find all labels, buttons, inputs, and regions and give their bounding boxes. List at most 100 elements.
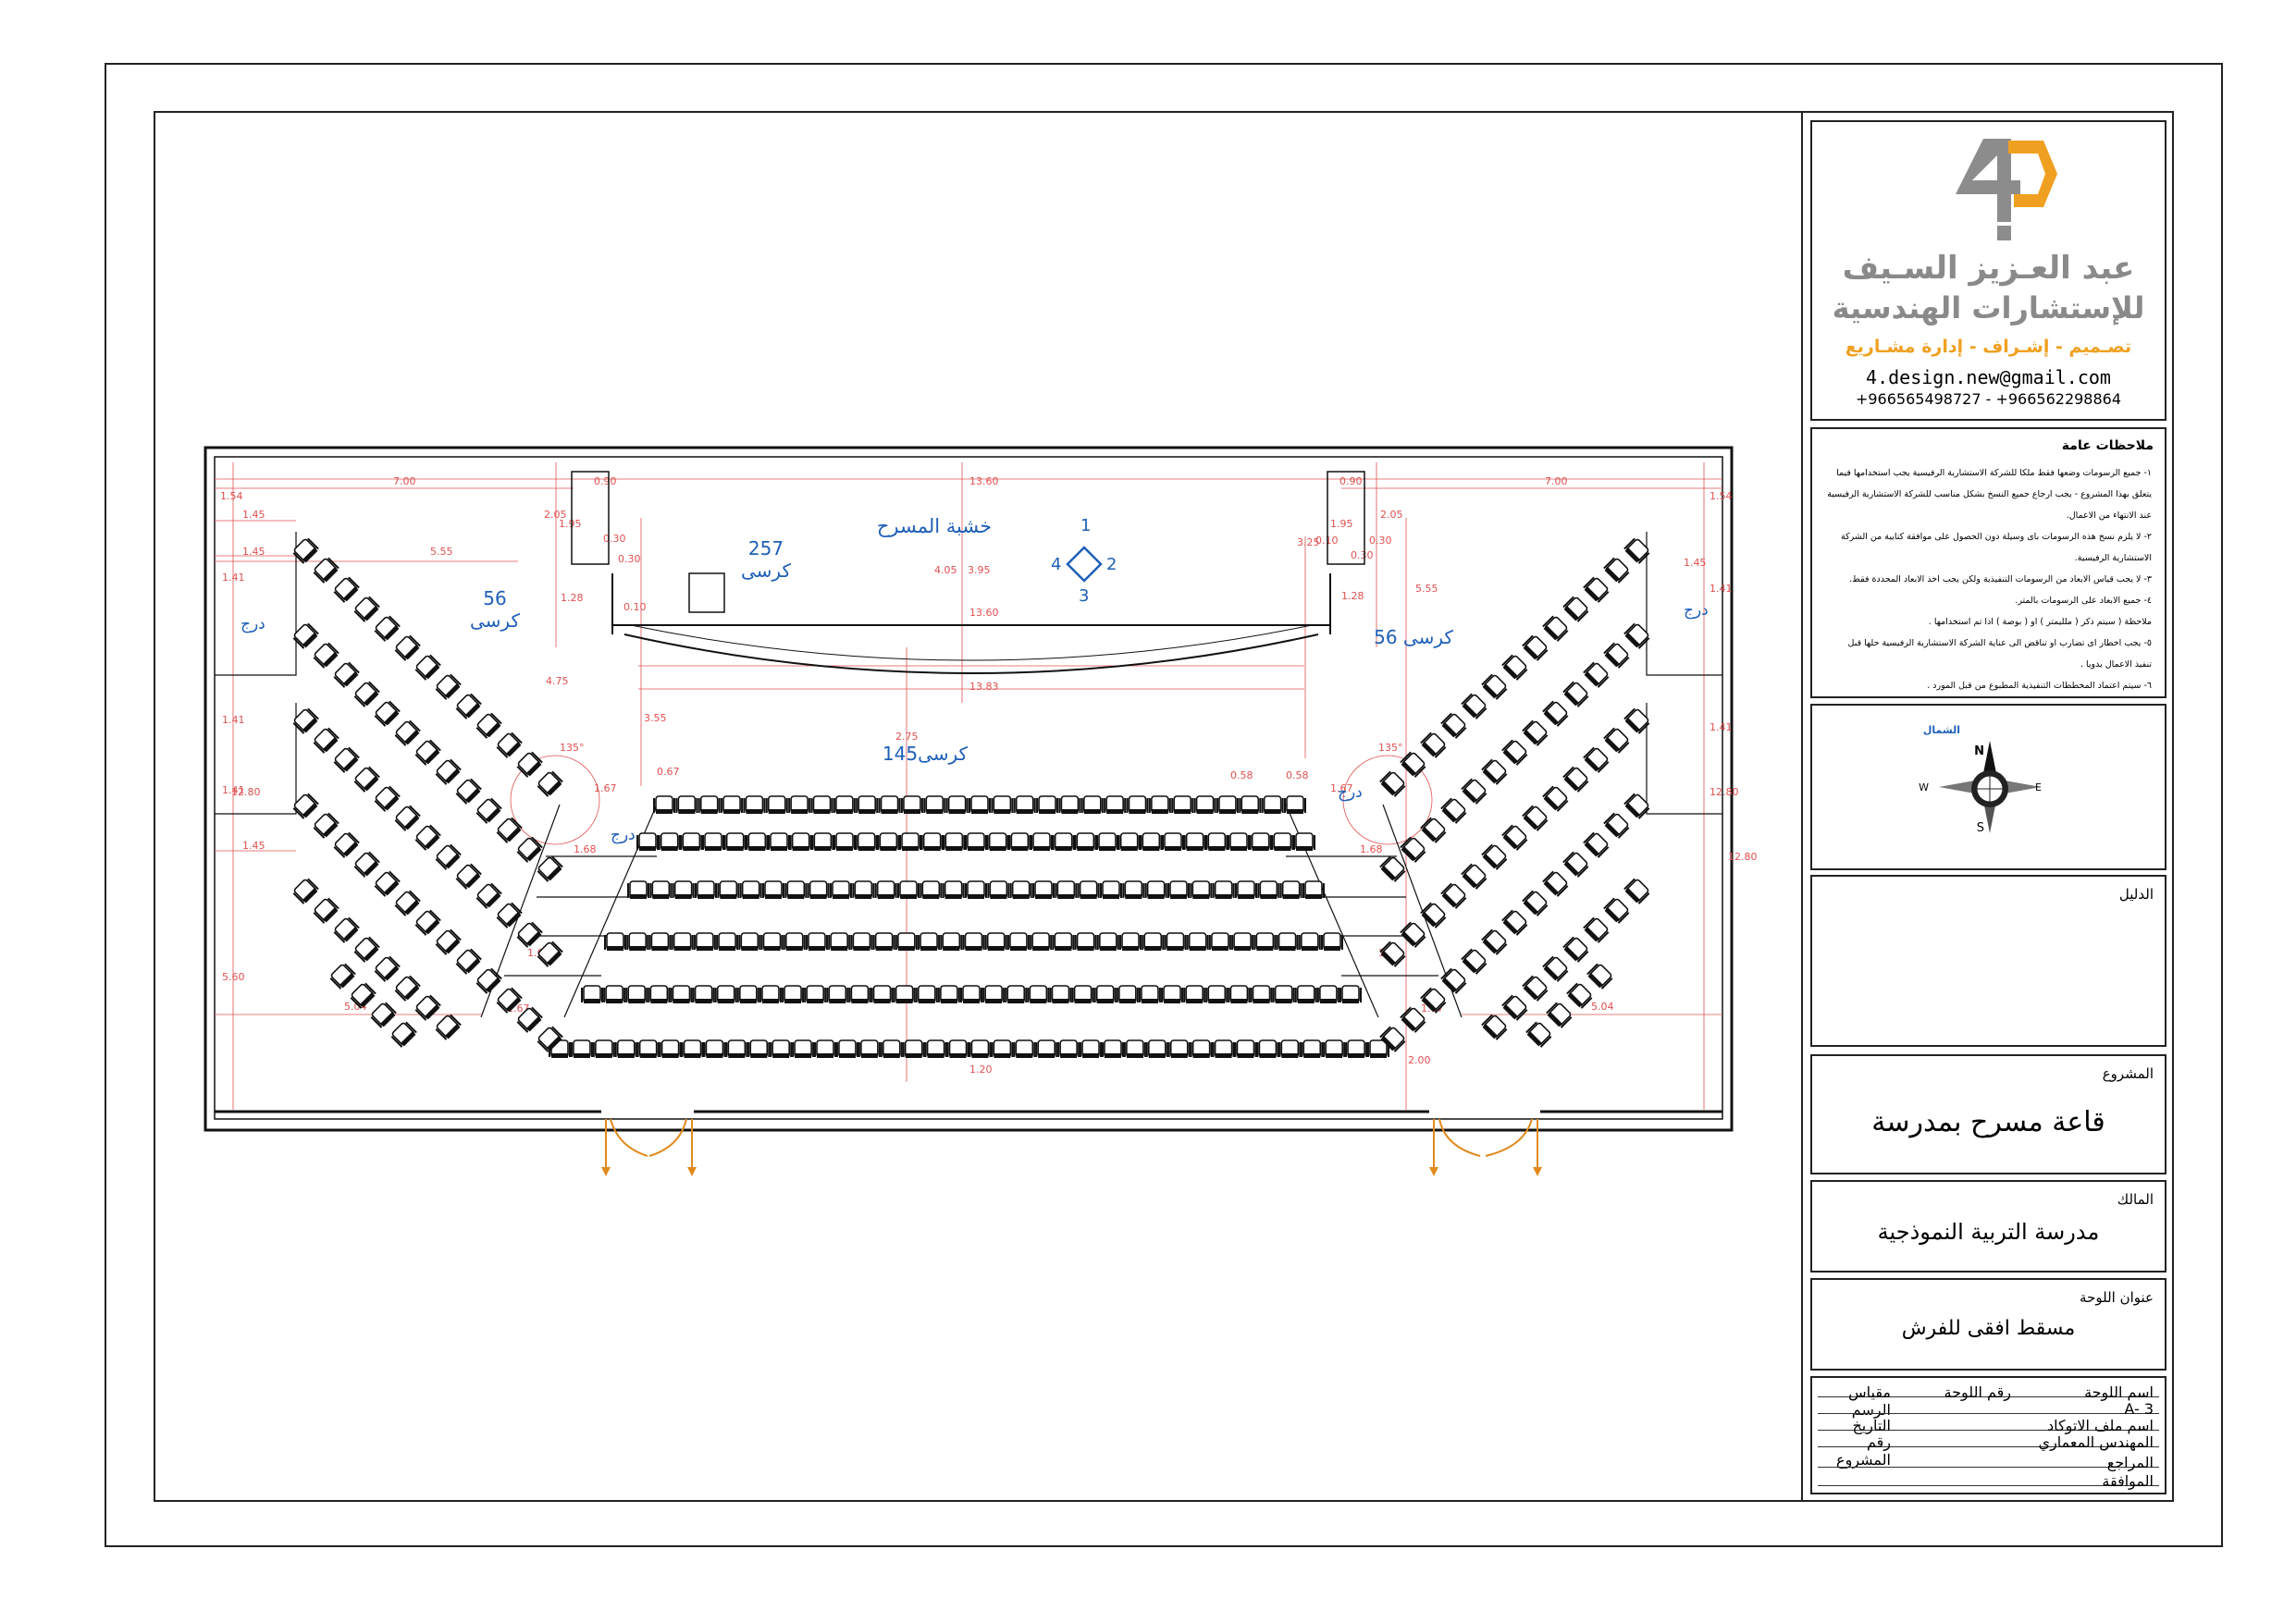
seat-icon: [943, 832, 966, 851]
seat-icon: [435, 1014, 462, 1040]
seat-icon: [1298, 932, 1321, 951]
north-arrow-icon: الشمال N S E W: [1919, 724, 2042, 835]
seat-icon: [1400, 751, 1426, 778]
seat-icon: [833, 832, 856, 851]
seat-icon: [1057, 1039, 1080, 1058]
legend-label: الدليل: [2118, 886, 2154, 903]
seat-icon: [1525, 1021, 1552, 1048]
seat-icon: [946, 1039, 969, 1058]
seat-icon: [1256, 1039, 1279, 1058]
seat-icon: [1126, 795, 1149, 814]
seat-icon: [1231, 932, 1254, 951]
seat-icon: [1171, 795, 1194, 814]
seat-icon: [313, 897, 339, 924]
seat-icon: [1583, 576, 1610, 603]
dimension-value: 3.25: [1297, 536, 1320, 548]
seat-icon: [872, 932, 895, 951]
seat-icon: [902, 1039, 925, 1058]
note-line: الاستشارية الرفيسية.: [2074, 553, 2152, 563]
seat-icon: [374, 785, 401, 812]
seat-icon: [828, 932, 851, 951]
seat-icon: [986, 832, 1009, 851]
seat-icon: [697, 795, 721, 814]
seat-icon: [496, 902, 523, 928]
drawing-area: [154, 111, 1803, 1502]
seat-icon: [895, 932, 918, 951]
compass-s: S: [1977, 821, 1984, 835]
sheet-no-label: رقم اللوحة: [1944, 1383, 2011, 1401]
seat-icon: [1027, 985, 1050, 1003]
seat-icon: [1420, 987, 1447, 1014]
seat-icon: [784, 880, 808, 899]
seat-icon: [1101, 1039, 1124, 1058]
seat-icon: [435, 758, 462, 785]
stairs-label: درج: [1338, 783, 1363, 802]
seat-icon: [1302, 880, 1325, 899]
tb-row-3: اسم ملف الاتوكاد التاريخ: [1818, 1415, 2159, 1434]
dimension-value: 1.95: [559, 518, 582, 530]
dimension-value: 5.55: [1415, 583, 1438, 595]
seat-icon: [1603, 727, 1630, 754]
seat-icon: [1623, 707, 1650, 734]
seat-icon: [394, 890, 421, 916]
tb-row-6: الموافقة: [1818, 1470, 2159, 1490]
seat-icon: [765, 795, 788, 814]
seat-icon: [830, 880, 852, 899]
seat-icon: [374, 955, 401, 982]
seat-icon: [1250, 985, 1273, 1003]
seat-icon: [1013, 795, 1036, 814]
seat-icon: [592, 1039, 615, 1058]
tb-row-2: A- 3: [1818, 1398, 2159, 1418]
note-line: ١- جميع الرسومات وضعها فقط ملكا للشركة ا…: [1836, 468, 2152, 478]
seat-icon: [313, 557, 339, 584]
seat-icon: [693, 932, 716, 951]
seat-icon: [516, 1006, 543, 1033]
seat-icon: [537, 1026, 563, 1052]
seat-icon: [1148, 795, 1171, 814]
seat-icon: [965, 880, 987, 899]
seat-icon: [1271, 832, 1294, 851]
seat-icon: [333, 661, 360, 688]
seat-icon: [984, 932, 1007, 951]
seat-icon: [1119, 932, 1142, 951]
dimension-value: 5.04: [1591, 1001, 1614, 1013]
legend-panel: الدليل: [1810, 875, 2166, 1047]
seat-icon: [962, 932, 985, 951]
seat-icon: [1009, 880, 1032, 899]
seat-icon: [581, 985, 603, 1003]
reviewer-label: المراجع: [2106, 1454, 2154, 1471]
seat-icon: [1461, 693, 1487, 719]
seat-icon: [292, 622, 319, 649]
note-line: ٣- لا يجب قياس الابعاد من الرسومات التنف…: [1849, 574, 2152, 584]
seat-icon: [960, 985, 982, 1003]
seat-icon: [920, 832, 944, 851]
seat-icon: [1235, 880, 1257, 899]
seat-icon: [1522, 719, 1549, 746]
seat-icon: [893, 985, 916, 1003]
seat-icon: [1566, 982, 1593, 1009]
inner-border: [154, 111, 2174, 1502]
seat-icon: [1440, 712, 1467, 739]
seat-icon: [692, 985, 715, 1003]
seat-icon: [1006, 932, 1030, 951]
seat-icon: [1100, 880, 1122, 899]
seat-icon: [1345, 1039, 1368, 1058]
seat-icon: [1208, 932, 1231, 951]
seat-icon: [1522, 890, 1549, 916]
date-label: التاريخ: [1852, 1417, 1891, 1434]
seat-icon: [1190, 880, 1213, 899]
left-wing-word: كرسى: [470, 609, 520, 632]
dimension-value: 1.67: [594, 782, 617, 794]
seat-icon: [804, 985, 827, 1003]
dimension-value: 2.00: [1408, 1054, 1431, 1066]
seat-icon: [805, 932, 828, 951]
seat-icon: [874, 880, 897, 899]
seating: [292, 537, 1650, 1058]
seat-icon: [1623, 793, 1650, 819]
seat-icon: [969, 795, 991, 814]
seat-icon: [680, 832, 703, 851]
marker-1: 1: [1080, 516, 1091, 535]
notes-panel: ملاحظات عامة ١- جميع الرسومات وضعها فقط …: [1810, 427, 2166, 698]
seat-icon: [672, 880, 695, 899]
